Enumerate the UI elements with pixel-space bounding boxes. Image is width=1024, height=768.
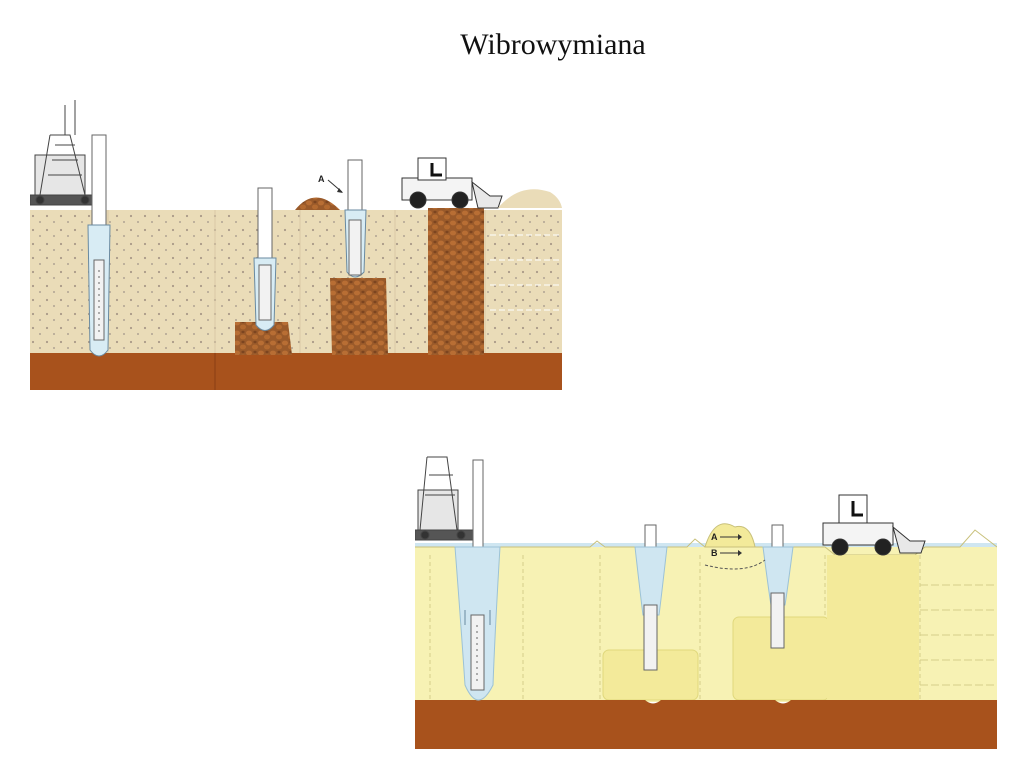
completed-stone-column: [428, 208, 484, 355]
soil-heap: [704, 523, 756, 548]
bottom-diagram-panel: A B: [414, 415, 998, 751]
label-a: A: [711, 532, 718, 542]
stone-column-stage-3: A: [295, 159, 388, 355]
compacted-zone-3: [827, 555, 919, 700]
top-diagram: A: [29, 100, 562, 390]
vibroflot-3: A B: [704, 523, 794, 649]
base-clay-layer: [30, 353, 562, 390]
soil-mound: [498, 189, 562, 208]
wheel-loader-icon: [401, 157, 503, 209]
slide-title: Wibrowymiana: [460, 28, 646, 61]
strata-lines: [920, 584, 997, 686]
strata-lines: [490, 234, 562, 311]
label-b: B: [711, 548, 718, 558]
vibroflot-1: [454, 459, 501, 701]
top-diagram-panel: A: [29, 100, 562, 392]
vibroflot-1: [87, 134, 111, 357]
crane-rig-icon: [414, 456, 474, 541]
vibroflot-2: [634, 524, 668, 671]
base-clay-layer: [415, 700, 997, 749]
label-a: A: [318, 174, 325, 184]
stone-column-stage-2: [235, 187, 292, 355]
gravel-pile: [295, 197, 340, 210]
bottom-diagram: A B: [414, 456, 998, 749]
wheel-loader-icon: [822, 494, 926, 556]
crane-rig-icon: [29, 100, 101, 206]
